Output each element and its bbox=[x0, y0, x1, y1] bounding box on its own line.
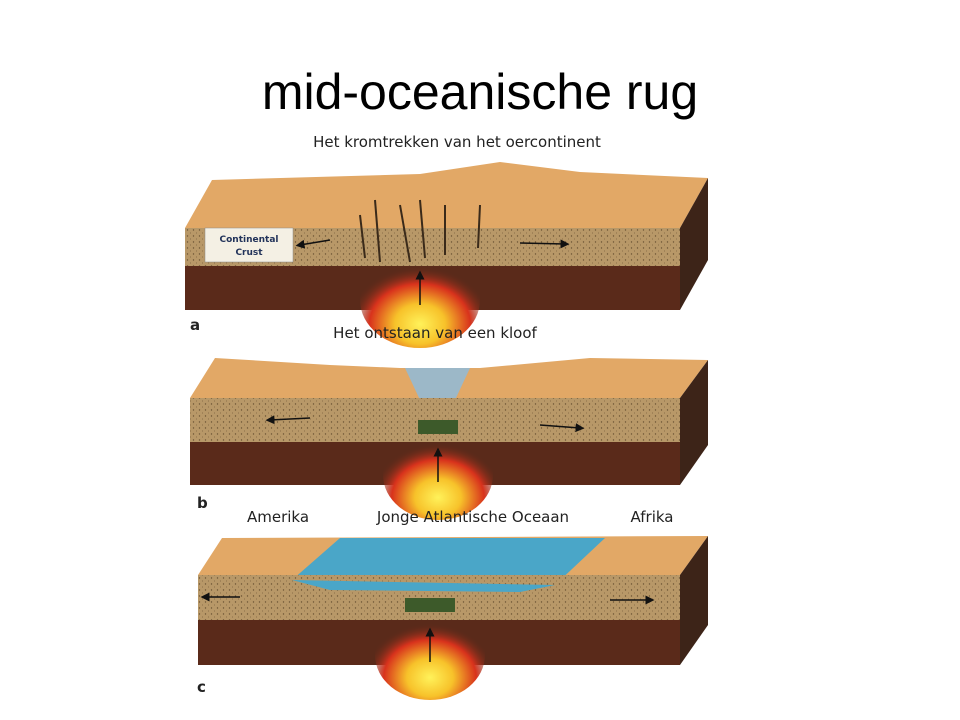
panel-c-letter: c bbox=[197, 678, 206, 696]
panel-a: Het kromtrekken van het oercontinent Con… bbox=[185, 133, 708, 348]
label-amerika: Amerika bbox=[247, 508, 309, 526]
panel-c-caption: Jonge Atlantische Oceaan bbox=[376, 508, 569, 526]
top-surface bbox=[185, 162, 708, 228]
box-label-2: Crust bbox=[235, 248, 263, 258]
right-side-face bbox=[680, 178, 708, 310]
fractures bbox=[359, 199, 481, 263]
rift-floor bbox=[418, 420, 458, 434]
rift-valley bbox=[405, 368, 470, 400]
panel-a-letter: a bbox=[190, 316, 200, 334]
slide-title: mid-oceanische rug bbox=[261, 64, 699, 120]
ocean bbox=[292, 538, 605, 585]
right-side-face bbox=[680, 360, 708, 485]
box-label-1: Continental bbox=[220, 235, 279, 245]
arrow-left-icon bbox=[295, 239, 331, 249]
continental-crust-box bbox=[204, 227, 294, 263]
right-side-face bbox=[680, 536, 708, 665]
panel-c: Amerika Jonge Atlantische Oceaan Afrika … bbox=[197, 508, 708, 700]
label-afrika: Afrika bbox=[631, 508, 674, 526]
arrow-right-icon bbox=[539, 423, 585, 433]
ridge-floor bbox=[405, 598, 455, 612]
panel-b: Het ontstaan van een kloof b bbox=[190, 324, 708, 520]
panel-a-caption: Het kromtrekken van het oercontinent bbox=[313, 133, 601, 151]
arrow-right-icon bbox=[519, 239, 570, 249]
ocean-front bbox=[292, 580, 555, 592]
panel-b-caption: Het ontstaan van een kloof bbox=[333, 324, 537, 342]
panel-b-letter: b bbox=[197, 494, 208, 512]
arrow-left-icon bbox=[265, 415, 311, 425]
